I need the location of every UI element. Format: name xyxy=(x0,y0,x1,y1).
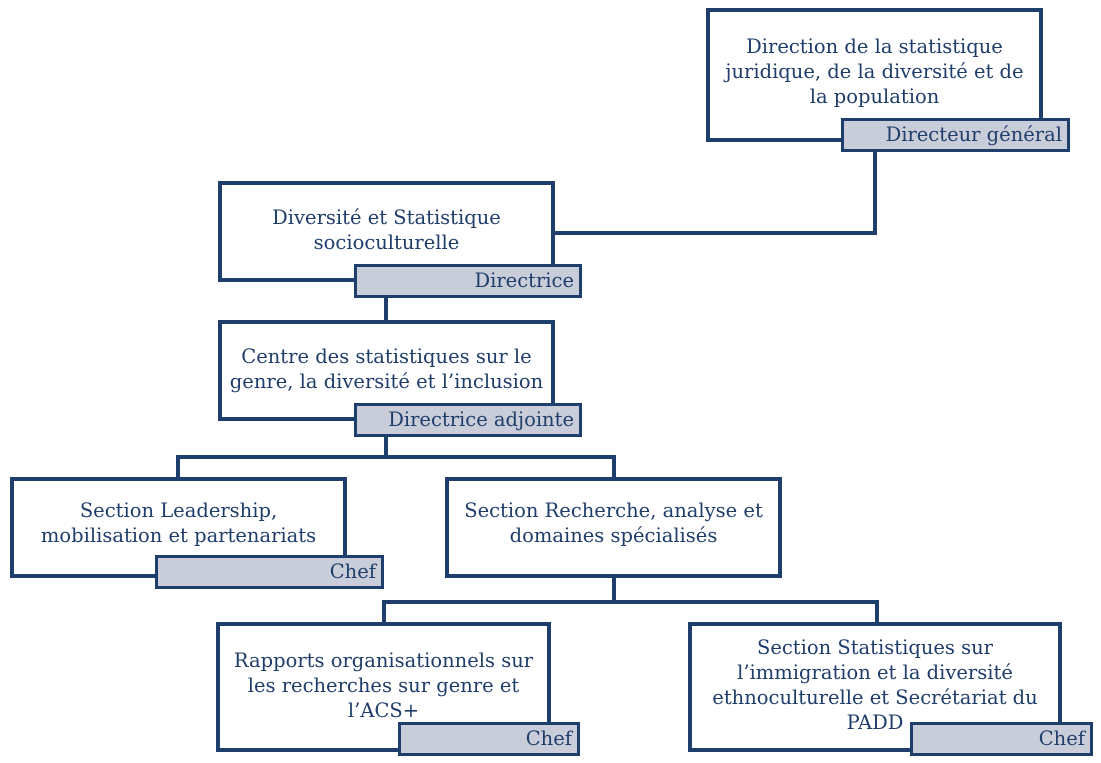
role-badge-chef: Chef xyxy=(155,555,384,589)
node-title: Section Leadership, mobilisation et part… xyxy=(40,499,317,547)
node-title: Centre des statistiques sur le genre, la… xyxy=(229,345,544,393)
role-badge-directrice-adjointe: Directrice adjointe xyxy=(354,403,582,437)
node-title: Rapports organisationnels sur les recher… xyxy=(233,649,534,722)
node-title: Section Statistiques sur l’immigration e… xyxy=(712,636,1038,734)
connector-ssid-drop xyxy=(875,600,879,624)
connector-srads-down xyxy=(612,574,616,604)
connector-dg-horizontal xyxy=(553,231,877,235)
node-title: Direction de la statistique juridique, d… xyxy=(725,35,1024,108)
connector-slmp-drop xyxy=(176,455,180,479)
node-section-recherche: Section Recherche, analyse et domaines s… xyxy=(445,477,782,578)
role-badge-chef: Chef xyxy=(910,722,1093,756)
node-title: Diversité et Statistique socioculturelle xyxy=(272,206,501,254)
connector-dss-csgdi xyxy=(384,297,388,324)
connector-units-horizontal xyxy=(382,600,879,604)
role-badge-directeur-general: Directeur général xyxy=(841,118,1070,152)
node-title: Section Recherche, analyse et domaines s… xyxy=(464,499,763,547)
node-rapports-organisationnels: Rapports organisationnels sur les recher… xyxy=(216,622,551,752)
connector-sections-horizontal xyxy=(176,455,616,459)
connector-rosr-drop xyxy=(382,600,386,624)
connector-csgdi-down xyxy=(384,435,388,458)
connector-dg-vertical xyxy=(873,150,877,235)
role-badge-directrice: Directrice xyxy=(354,264,582,298)
connector-srads-drop xyxy=(612,455,616,479)
role-badge-chef: Chef xyxy=(398,722,580,756)
